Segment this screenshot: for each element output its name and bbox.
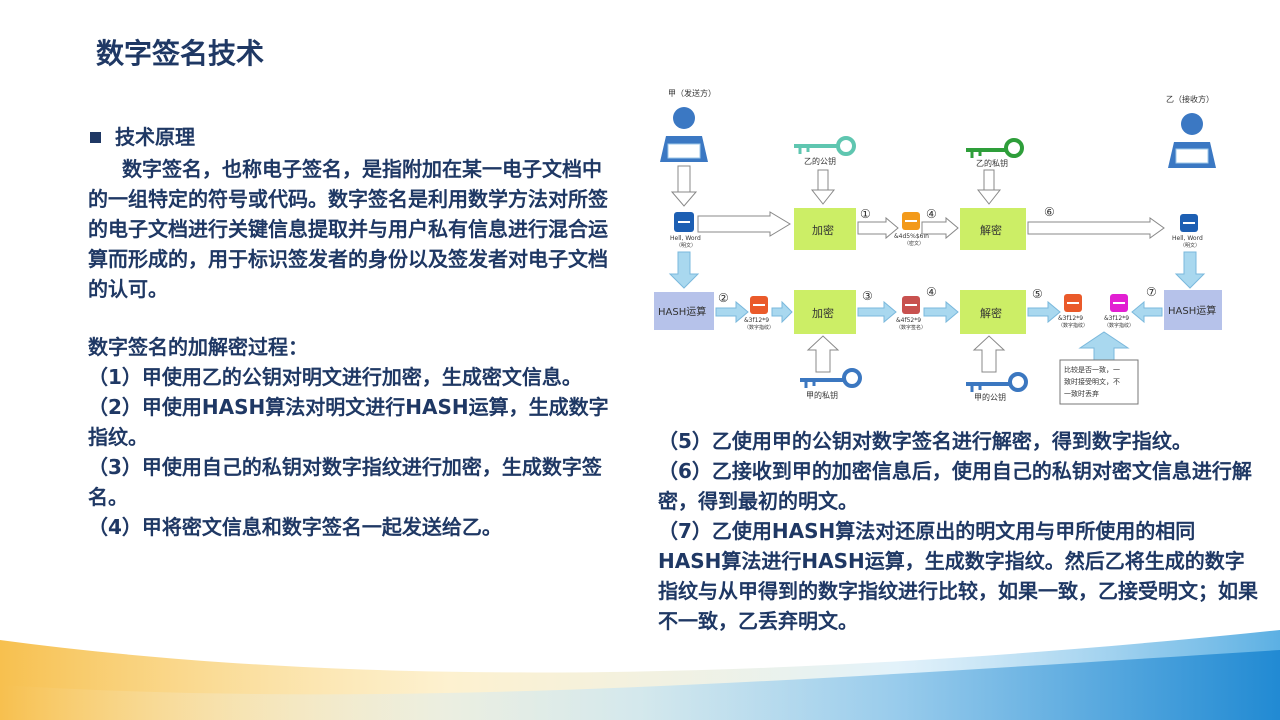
key-b-private-label: 乙的私钥 xyxy=(976,158,1008,168)
process-title: 数字签名的加解密过程： xyxy=(88,335,308,359)
step-marker-7: ⑦ xyxy=(1146,285,1157,299)
principle-heading: 技术原理 xyxy=(88,122,618,152)
decrypt-bottom-label: 解密 xyxy=(980,306,1002,320)
decrypted-fingerprint-note: （数字指纹） xyxy=(1058,322,1088,329)
process-step-7: （7）乙使用HASH算法对还原出的明文用与甲所使用的相同HASH算法进行HASH… xyxy=(658,519,1258,633)
square-bullet-icon xyxy=(90,131,101,143)
key-b-private-down-arrow xyxy=(976,169,1002,205)
encrypt-to-cipher-arrow xyxy=(857,216,899,240)
signature-doc-icon xyxy=(902,296,920,314)
hash-box-sender xyxy=(654,292,714,330)
signature-flow-diagram: 甲（发送方） 乙（接收方） Hell, Word （明文） 乙的公钥 xyxy=(654,88,1222,405)
process-step-4: （4）甲将密文信息和数字签名一起发送给乙。 xyxy=(88,515,502,539)
hash-to-recomputed-arrow xyxy=(1131,300,1163,324)
principle-paragraph: 数字签名，也称电子签名，是指附加在某一电子文档中的一组特定的符号或代码。数字签名… xyxy=(88,157,608,301)
decrypted-fingerprint-doc-icon xyxy=(1064,294,1082,312)
decrypt-to-plaintext-arrow xyxy=(1027,217,1165,239)
key-a-private-label: 甲的私钥 xyxy=(806,390,838,400)
hash-to-fingerprint-arrow xyxy=(715,300,749,324)
plaintext-note: （明文） xyxy=(676,242,696,249)
plaintext-to-encrypt-arrow xyxy=(697,211,791,237)
process-step-2: （2）甲使用HASH算法对明文进行HASH运算，生成数字指纹。 xyxy=(88,395,609,449)
sender-down-arrow xyxy=(670,165,698,207)
ciphertext-label: &4d5%$6ln xyxy=(894,233,929,240)
key-b-public-down-arrow xyxy=(810,169,836,205)
decrypt-top-label: 解密 xyxy=(980,223,1002,237)
compare-box xyxy=(1059,359,1139,405)
received-plaintext-doc-icon xyxy=(1180,214,1198,232)
compare-line-3: 一致时丢弃 xyxy=(1064,389,1099,398)
principle-section: 技术原理 数字签名，也称电子签名，是指附加在某一电子文档中的一组特定的符号或代码… xyxy=(88,122,618,542)
step-marker-6: ⑥ xyxy=(1044,205,1055,219)
received-plaintext-label: Hell, Word xyxy=(1172,235,1203,242)
encrypt-box-top xyxy=(794,208,856,250)
page-title: 数字签名技术 xyxy=(96,37,265,70)
process-steps-right: （5）乙使用甲的公钥对数字签名进行解密，得到数字指纹。 （6）乙接收到甲的加密信… xyxy=(658,426,1258,636)
decrypt-to-fingerprint-arrow xyxy=(1027,300,1061,324)
signature-note: （数字签名） xyxy=(896,324,926,331)
compare-line-1: 比较是否一致，一 xyxy=(1064,365,1120,374)
fingerprint-doc-icon xyxy=(750,296,768,314)
hash-receiver-label: HASH运算 xyxy=(1168,304,1216,317)
encrypt-bottom-label: 加密 xyxy=(812,306,834,320)
encrypt-to-signature-arrow xyxy=(857,300,897,324)
hash-box-receiver xyxy=(1164,290,1222,330)
sender-label: 甲（发送方） xyxy=(668,88,716,98)
recomputed-fingerprint-note: （数字指纹） xyxy=(1104,322,1134,329)
key-a-private-icon xyxy=(800,368,862,388)
compare-up-arrow xyxy=(1078,331,1130,361)
step-marker-4-bottom: ④ xyxy=(926,285,937,299)
process-step-5: （5）乙使用甲的公钥对数字签名进行解密，得到数字指纹。 xyxy=(658,429,1192,453)
plaintext-doc-icon xyxy=(674,212,694,232)
fingerprint-label: &3f12*9 xyxy=(744,317,769,324)
cipher-to-decrypt-arrow xyxy=(921,216,959,240)
signature-label: &4f52*9 xyxy=(896,317,921,324)
encrypt-box-bottom xyxy=(794,290,856,334)
receiver-person-icon xyxy=(1168,113,1216,168)
received-plaintext-note: （明文） xyxy=(1180,242,1200,249)
step-marker-5: ⑤ xyxy=(1032,287,1043,301)
step-marker-4-top: ④ xyxy=(926,207,937,221)
ciphertext-doc-icon xyxy=(902,212,920,230)
step-marker-3: ③ xyxy=(862,289,873,303)
process-step-1: （1）甲使用乙的公钥对明文进行加密，生成密文信息。 xyxy=(88,365,582,389)
receiver-label: 乙（接收方） xyxy=(1166,94,1214,104)
key-a-public-up-arrow xyxy=(972,335,1006,373)
process-step-6: （6）乙接收到甲的加密信息后，使用自己的私钥对密文信息进行解密，得到最初的明文。 xyxy=(658,459,1252,513)
process-step-3: （3）甲使用自己的私钥对数字指纹进行加密，生成数字签名。 xyxy=(88,455,602,509)
key-a-private-up-arrow xyxy=(806,335,840,373)
compare-line-2: 致时接受明文，不 xyxy=(1064,377,1120,386)
fingerprint-to-encrypt-arrow xyxy=(771,300,793,324)
plaintext-to-hash-arrow xyxy=(668,251,700,289)
principle-heading-text: 技术原理 xyxy=(115,125,195,149)
ciphertext-note: （密文） xyxy=(904,240,924,247)
step-marker-1: ① xyxy=(860,207,871,221)
key-a-public-label: 甲的公钥 xyxy=(974,392,1006,402)
key-b-public-icon xyxy=(794,136,856,156)
recomputed-fingerprint-doc-icon xyxy=(1110,294,1128,312)
signature-to-decrypt-arrow xyxy=(923,300,959,324)
key-b-private-icon xyxy=(966,138,1024,158)
recomputed-fingerprint-label: &3f12*9 xyxy=(1104,315,1129,322)
received-to-hash-arrow xyxy=(1174,251,1206,289)
key-a-public-icon xyxy=(966,372,1028,392)
decrypt-box-bottom xyxy=(960,290,1026,334)
sender-person-icon xyxy=(660,107,708,162)
hash-sender-label: HASH运算 xyxy=(658,305,706,318)
step-marker-2: ② xyxy=(718,291,729,305)
key-b-public-label: 乙的公钥 xyxy=(804,156,836,166)
plaintext-label: Hell, Word xyxy=(670,235,701,242)
decrypted-fingerprint-label: &3f12*9 xyxy=(1058,315,1083,322)
decrypt-box-top xyxy=(960,208,1026,250)
encrypt-top-label: 加密 xyxy=(812,223,834,237)
fingerprint-note: （数字指纹） xyxy=(744,324,774,331)
